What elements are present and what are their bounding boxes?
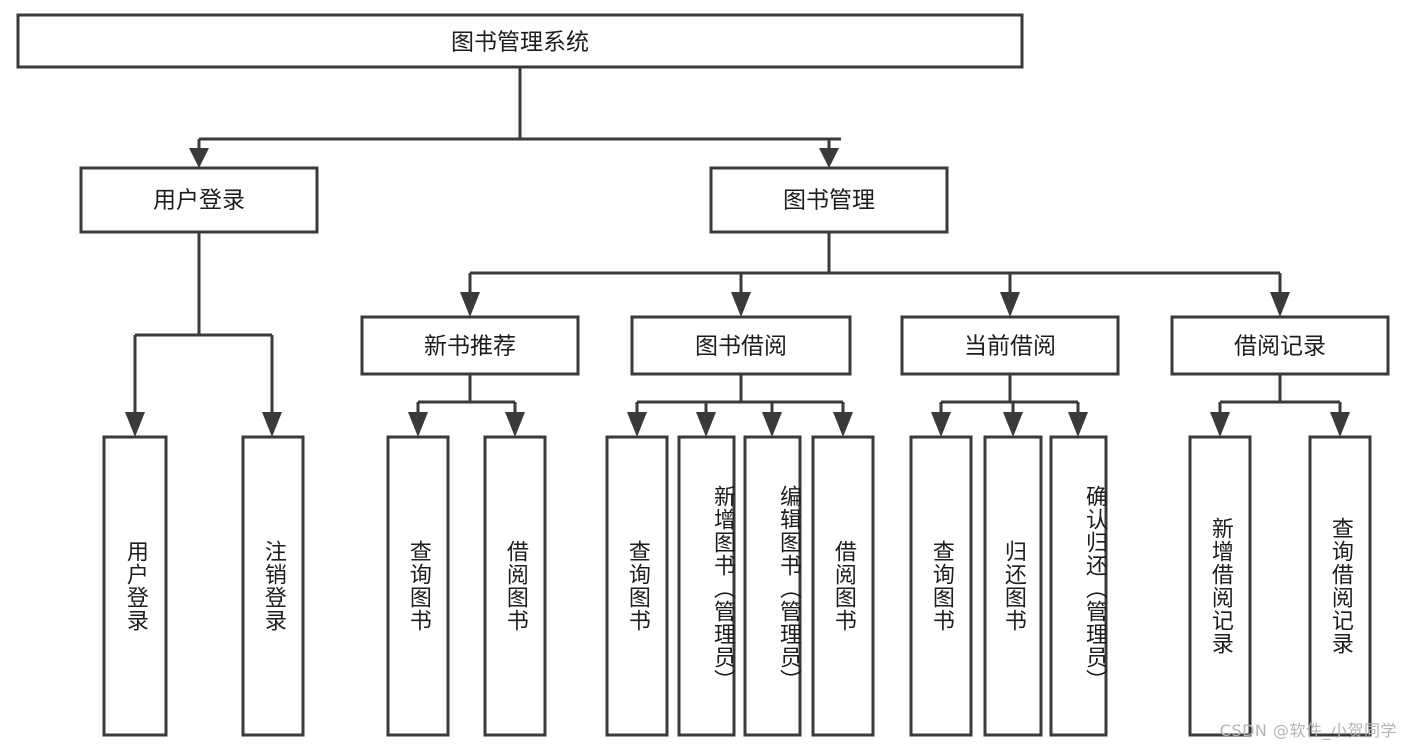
- watermark-credit: CSDN @软件_小贺同学: [1219, 721, 1397, 740]
- node-book-borrow-label: 图书借阅: [695, 334, 787, 360]
- connector-borrowbook-to-leaves: [627, 374, 853, 437]
- node-user-login[interactable]: 用户登录: [79, 166, 319, 234]
- connector-bookmgmt-to-level3: [460, 232, 1290, 317]
- leaf-box-query-book-recommend: [386, 435, 450, 737]
- leaf-box-return-book: [983, 435, 1043, 737]
- node-book-management[interactable]: 图书管理: [709, 166, 949, 234]
- connector-currentborrow-to-leaves: [931, 374, 1088, 437]
- node-new-book-recommend-label: 新书推荐: [424, 334, 516, 360]
- leaf-box-query-book-current: [909, 435, 973, 737]
- node-new-book-recommend[interactable]: 新书推荐: [360, 315, 580, 376]
- leaf-box-edit-book-admin: [743, 435, 802, 737]
- leaf-box-add-book-admin: [677, 435, 736, 737]
- connector-borrowrecord-to-leaves: [1210, 374, 1350, 437]
- node-borrow-record-label: 借阅记录: [1234, 334, 1326, 360]
- node-borrow-record[interactable]: 借阅记录: [1170, 315, 1390, 376]
- leaf-box-user-login: [102, 435, 168, 737]
- node-book-management-label: 图书管理: [783, 188, 875, 214]
- node-user-login-label: 用户登录: [153, 188, 245, 214]
- leaf-box-query-book-borrow: [605, 435, 669, 737]
- node-root[interactable]: 图书管理系统: [16, 13, 1024, 69]
- node-current-borrow-label: 当前借阅: [964, 334, 1056, 360]
- leaf-box-logout: [241, 435, 305, 737]
- connector-root-to-level2: [189, 67, 841, 168]
- leaf-boxes: [102, 435, 1372, 737]
- leaf-box-query-borrow-record: [1308, 435, 1372, 737]
- leaf-box-add-borrow-record: [1188, 435, 1252, 737]
- leaf-box-borrow-book-recommend: [483, 435, 547, 737]
- node-root-label: 图书管理系统: [451, 30, 589, 56]
- connector-userlogin-to-leaves: [125, 232, 282, 437]
- leaf-box-borrow-book: [811, 435, 875, 737]
- node-book-borrow[interactable]: 图书借阅: [630, 315, 852, 376]
- node-current-borrow[interactable]: 当前借阅: [900, 315, 1120, 376]
- connector-newbook-to-leaves: [408, 374, 525, 437]
- leaf-box-confirm-return-admin: [1049, 435, 1108, 737]
